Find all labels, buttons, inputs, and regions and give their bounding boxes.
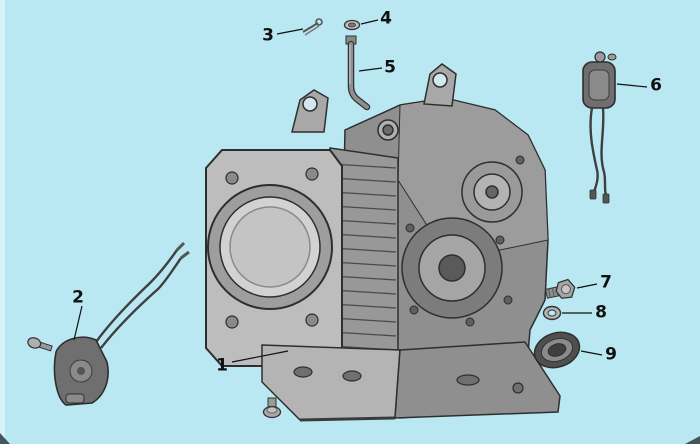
callout-9-oil-seal: 9 bbox=[605, 344, 617, 365]
dipstick-tube bbox=[345, 35, 371, 111]
oil-seal bbox=[533, 331, 581, 369]
callout-5-dipstick: 5 bbox=[384, 57, 396, 78]
corner-mark-left bbox=[0, 433, 10, 444]
cotter-pin bbox=[302, 18, 323, 36]
cylinder-block-face bbox=[205, 149, 343, 367]
callout-6-coil-switch: 6 bbox=[650, 75, 662, 96]
callout-1-base-crankcase: 1 bbox=[216, 355, 228, 376]
flange-bolt bbox=[262, 397, 282, 419]
corner-mark-right bbox=[685, 436, 700, 444]
callout-7-drain-plug: 7 bbox=[600, 272, 612, 293]
coil-mount-bolt bbox=[27, 337, 53, 352]
sealing-washer bbox=[542, 305, 562, 321]
callout-4-washer: 4 bbox=[380, 8, 392, 29]
ignition-coil-left bbox=[53, 241, 190, 406]
callout-2-ignition-coil: 2 bbox=[72, 287, 84, 308]
ignition-coil-right bbox=[582, 51, 617, 204]
flat-washer bbox=[343, 19, 361, 31]
callout-8-sealing-washer: 8 bbox=[595, 302, 607, 323]
oil-drain-plug bbox=[544, 278, 576, 299]
callout-3-cotter-pin: 3 bbox=[262, 25, 274, 46]
leader-lines bbox=[73, 19, 648, 363]
page-edge bbox=[0, 0, 5, 444]
engine-mount-brackets bbox=[291, 63, 457, 133]
crankcase-base-flange bbox=[261, 341, 561, 422]
